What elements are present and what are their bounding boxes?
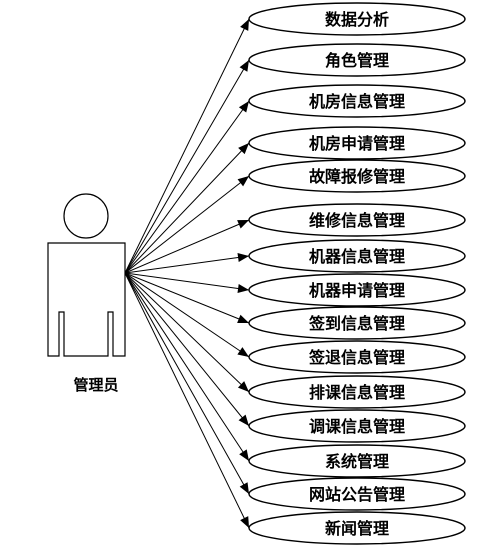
association-line	[124, 272, 250, 427]
use-case: 机房信息管理	[248, 84, 466, 118]
arrowhead-icon	[239, 482, 249, 494]
actor-head	[63, 193, 109, 239]
arrowhead-icon	[238, 414, 249, 426]
association-line	[124, 272, 250, 529]
use-case-label: 网站公告管理	[309, 485, 405, 504]
use-case: 机器信息管理	[248, 239, 466, 273]
use-case: 角色管理	[248, 43, 466, 77]
use-case-ellipse	[248, 2, 466, 36]
association-lines	[124, 18, 250, 529]
actor-label: 管理员	[73, 376, 118, 394]
use-case-ellipse	[248, 375, 466, 409]
use-case-list: 数据分析角色管理机房信息管理机房申请管理故障报修管理维修信息管理机器信息管理机器…	[248, 2, 466, 545]
use-case-ellipse	[248, 239, 466, 273]
use-case: 新闻管理	[248, 511, 466, 545]
association-line	[124, 272, 250, 291]
arrowhead-icon	[237, 314, 249, 324]
arrowhead-icon	[237, 176, 249, 187]
use-case-ellipse	[248, 340, 466, 374]
use-case-ellipse	[248, 273, 466, 307]
use-case-label: 角色管理	[325, 51, 389, 70]
arrowhead-icon	[237, 381, 249, 392]
association-line	[124, 272, 250, 462]
use-case-label: 机器申请管理	[309, 281, 405, 300]
arrowhead-icon	[238, 143, 249, 155]
use-case-label: 机房申请管理	[309, 134, 405, 153]
use-case-ellipse	[248, 203, 466, 237]
use-case-ellipse	[248, 511, 466, 545]
use-case: 排课信息管理	[248, 375, 466, 409]
association-line	[124, 59, 250, 274]
use-case-ellipse	[248, 43, 466, 77]
use-case: 网站公告管理	[248, 477, 466, 511]
use-case: 维修信息管理	[248, 203, 466, 237]
use-case-label: 签退信息管理	[308, 348, 405, 367]
association-line	[124, 272, 250, 324]
use-case-ellipse	[248, 477, 466, 511]
arrowhead-icon	[240, 19, 249, 31]
use-case: 签到信息管理	[248, 306, 466, 340]
association-line	[124, 219, 250, 274]
use-case-label: 系统管理	[325, 452, 389, 471]
use-case-label: 维修信息管理	[309, 211, 405, 230]
association-line	[124, 175, 250, 274]
use-case: 故障报修管理	[248, 159, 466, 193]
arrowhead-icon	[240, 516, 249, 528]
arrowhead-icon	[237, 284, 249, 293]
arrowhead-icon	[239, 60, 249, 72]
arrowhead-icon	[237, 253, 249, 262]
use-case-label: 数据分析	[325, 10, 389, 29]
use-case-ellipse	[248, 306, 466, 340]
association-line	[124, 142, 250, 274]
association-line	[124, 272, 250, 393]
use-case-ellipse	[248, 126, 466, 160]
arrowhead-icon	[237, 220, 249, 229]
use-case-label: 故障报修管理	[309, 167, 405, 186]
arrowhead-icon	[237, 347, 249, 357]
association-line	[124, 100, 250, 274]
use-case: 签退信息管理	[248, 340, 466, 374]
association-line	[124, 18, 250, 274]
use-case-label: 机房信息管理	[309, 92, 405, 111]
association-line	[124, 272, 250, 495]
use-case-label: 新闻管理	[325, 519, 389, 538]
arrowhead-icon	[238, 101, 249, 113]
use-case: 数据分析	[248, 2, 466, 36]
use-case-ellipse	[248, 444, 466, 478]
use-case-ellipse	[248, 159, 466, 193]
use-case-label: 调课信息管理	[309, 417, 405, 436]
use-case: 机房申请管理	[248, 126, 466, 160]
actor-person-icon	[47, 193, 126, 357]
use-case: 调课信息管理	[248, 409, 466, 443]
use-case: 系统管理	[248, 444, 466, 478]
association-line	[124, 272, 250, 358]
use-case-label: 排课信息管理	[309, 383, 405, 402]
use-case-ellipse	[248, 84, 466, 118]
actor-torso	[47, 242, 126, 357]
arrowhead-icon	[239, 449, 249, 461]
use-case-ellipse	[248, 409, 466, 443]
use-case-label: 签到信息管理	[308, 314, 405, 333]
use-case-label: 机器信息管理	[309, 247, 405, 266]
use-case: 机器申请管理	[248, 273, 466, 307]
association-line	[124, 255, 250, 274]
